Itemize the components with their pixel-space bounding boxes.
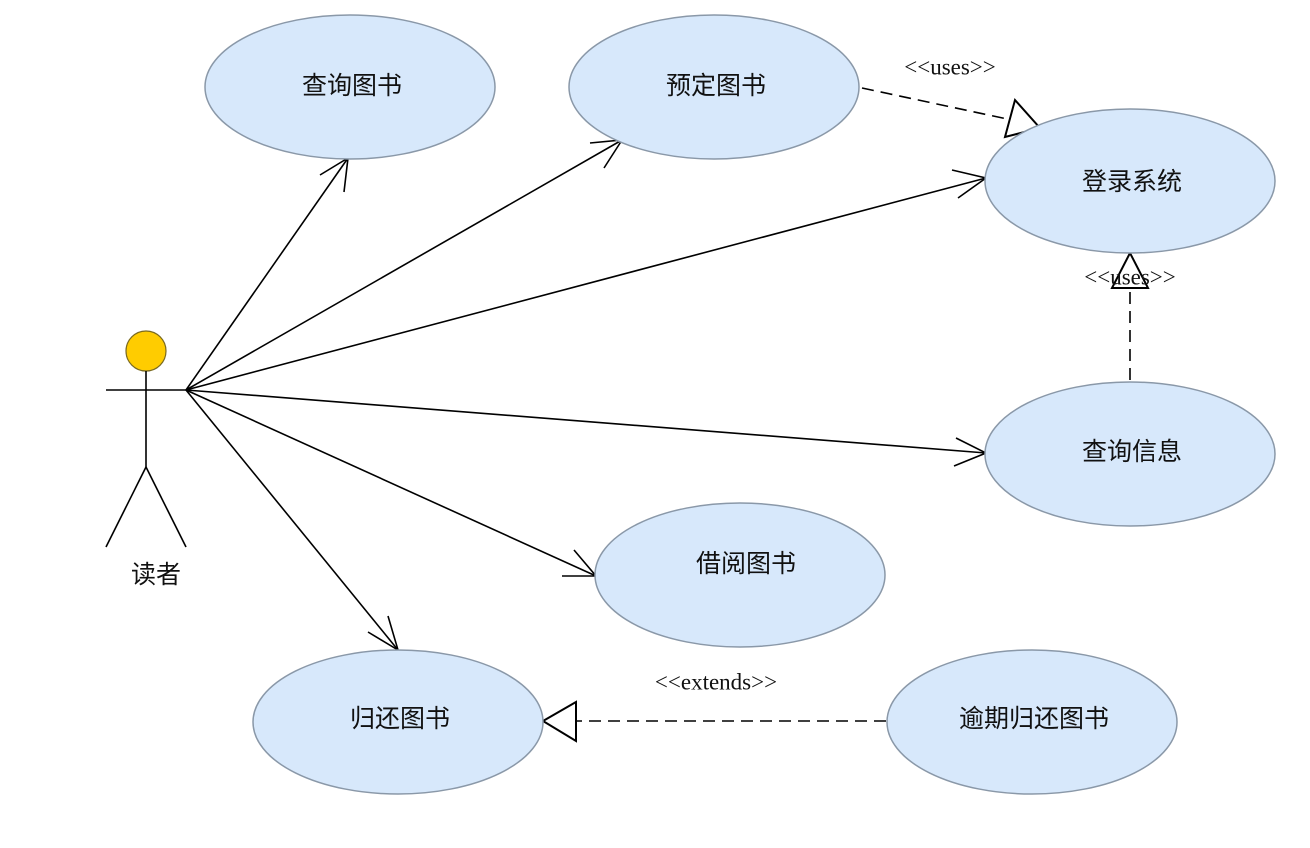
- use-case-return-books[interactable]: 归还图书: [252, 649, 544, 795]
- use-case-query-info-shape: [984, 381, 1276, 527]
- use-case-borrow-books-shape: [594, 502, 886, 648]
- use-case-query-books-shape: [204, 14, 496, 160]
- actor-label: 读者: [131, 560, 181, 589]
- assoc-reserve-books: [185, 139, 623, 391]
- assoc-login-system: [185, 177, 987, 391]
- use-case-reserve-books-label: 预定图书: [666, 71, 766, 100]
- use-case-reserve-books[interactable]: 预定图书: [568, 14, 860, 160]
- assoc-query-info: [185, 389, 987, 454]
- use-case-reserve-books-shape: [568, 14, 860, 160]
- actor-reader[interactable]: 读者: [105, 330, 187, 589]
- actor-head: [125, 330, 167, 372]
- use-case-query-info-label: 查询信息: [1082, 437, 1182, 466]
- triangle-overdue-to-return: [541, 700, 577, 743]
- triangle-queryinfo-to-login: [1110, 250, 1150, 289]
- use-case-return-books-label: 归还图书: [350, 704, 450, 733]
- assoc-borrow-books: [185, 389, 597, 577]
- use-case-login-system-shape: [984, 108, 1276, 254]
- stereotype-queryinfo-uses-login: <<uses>>: [1084, 264, 1176, 289]
- associations: [185, 139, 988, 652]
- use-case-borrow-books-label: 借阅图书: [696, 549, 796, 578]
- assoc-return-books: [185, 389, 399, 651]
- stereotype-reserve-uses-login: <<uses>>: [904, 54, 996, 79]
- use-case-login-system[interactable]: 登录系统: [984, 108, 1276, 254]
- use-case-query-books[interactable]: 查询图书: [204, 14, 496, 160]
- use-case-overdue-return-label: 逾期归还图书: [959, 704, 1109, 733]
- assoc-query-books: [185, 157, 349, 391]
- stereotype-overdue-extends-return: <<extends>>: [655, 669, 777, 694]
- use-case-query-info[interactable]: 查询信息: [984, 381, 1276, 527]
- use-case-overdue-return-shape: [886, 649, 1178, 795]
- use-case-borrow-books[interactable]: 借阅图书: [594, 502, 886, 648]
- use-case-overdue-return[interactable]: 逾期归还图书: [886, 649, 1178, 795]
- arrowhead-reserve-books: [589, 139, 624, 169]
- actor-left-leg: [105, 466, 147, 548]
- dep-reserve-to-login: [861, 87, 1013, 121]
- use-case-return-books-shape: [252, 649, 544, 795]
- use-case-query-books-label: 查询图书: [302, 71, 402, 100]
- actor-right-leg: [145, 466, 187, 548]
- use-case-login-system-label: 登录系统: [1082, 167, 1182, 196]
- arrowhead-login-system: [951, 169, 988, 199]
